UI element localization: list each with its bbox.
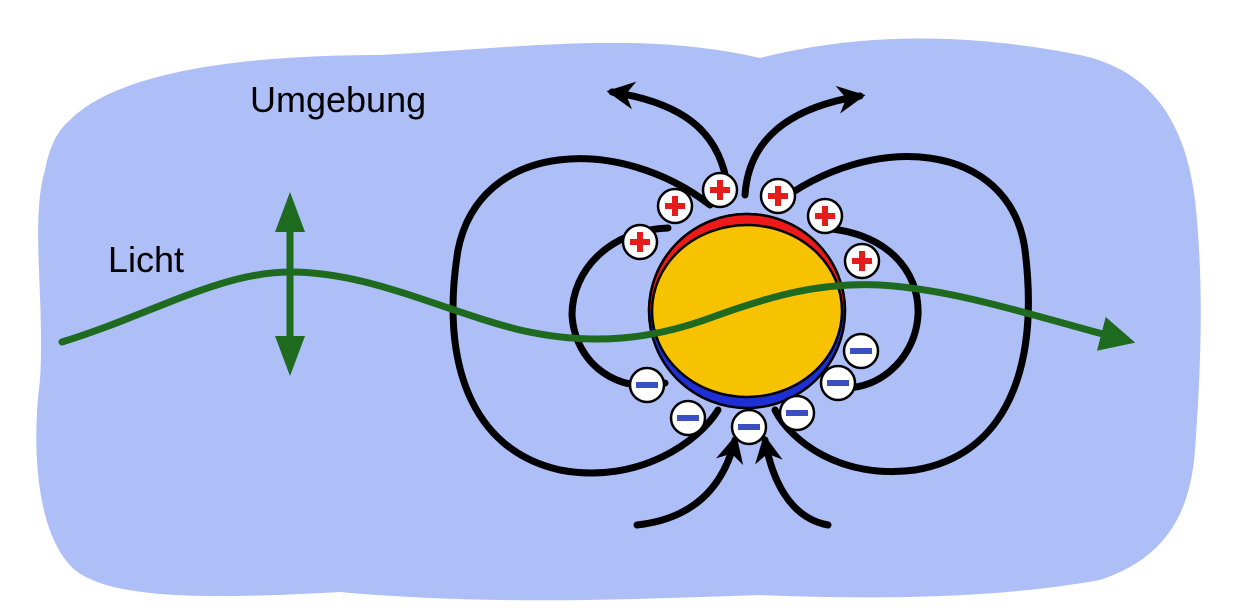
negative-charge — [819, 364, 857, 402]
field-line-outer-left — [449, 155, 722, 477]
positive-charge — [656, 187, 694, 225]
environment-region — [36, 38, 1201, 601]
negative-charge — [730, 408, 768, 446]
light-label: Licht — [108, 239, 184, 280]
negative-charge — [842, 332, 880, 370]
positive-charge — [759, 177, 797, 215]
field-line-inner-right — [814, 224, 922, 392]
positive-charge — [806, 197, 844, 235]
negative-charges — [628, 332, 880, 446]
particle-core — [650, 223, 844, 399]
negative-charge — [628, 366, 666, 404]
field-lines — [449, 81, 1032, 529]
field-line-inner-left — [568, 224, 672, 390]
field-arrow-top-left — [606, 81, 732, 192]
negative-charge — [669, 399, 707, 437]
light-wave — [58, 268, 1136, 351]
field-arrow-bottom-left — [633, 434, 744, 529]
field-line-outer-right — [771, 153, 1032, 475]
polarization-arrowhead-up — [275, 192, 305, 232]
positive-charge — [621, 223, 659, 261]
positive-charges — [621, 171, 881, 280]
negative-charge — [778, 394, 816, 432]
polarization-arrowhead-down — [275, 336, 305, 376]
positive-charge — [843, 242, 881, 280]
positive-charge — [701, 171, 739, 209]
field-arrow-top-right — [741, 85, 866, 199]
field-arrow-bottom-right — [755, 434, 832, 529]
environment-label: Umgebung — [250, 79, 426, 120]
particle — [647, 212, 847, 410]
